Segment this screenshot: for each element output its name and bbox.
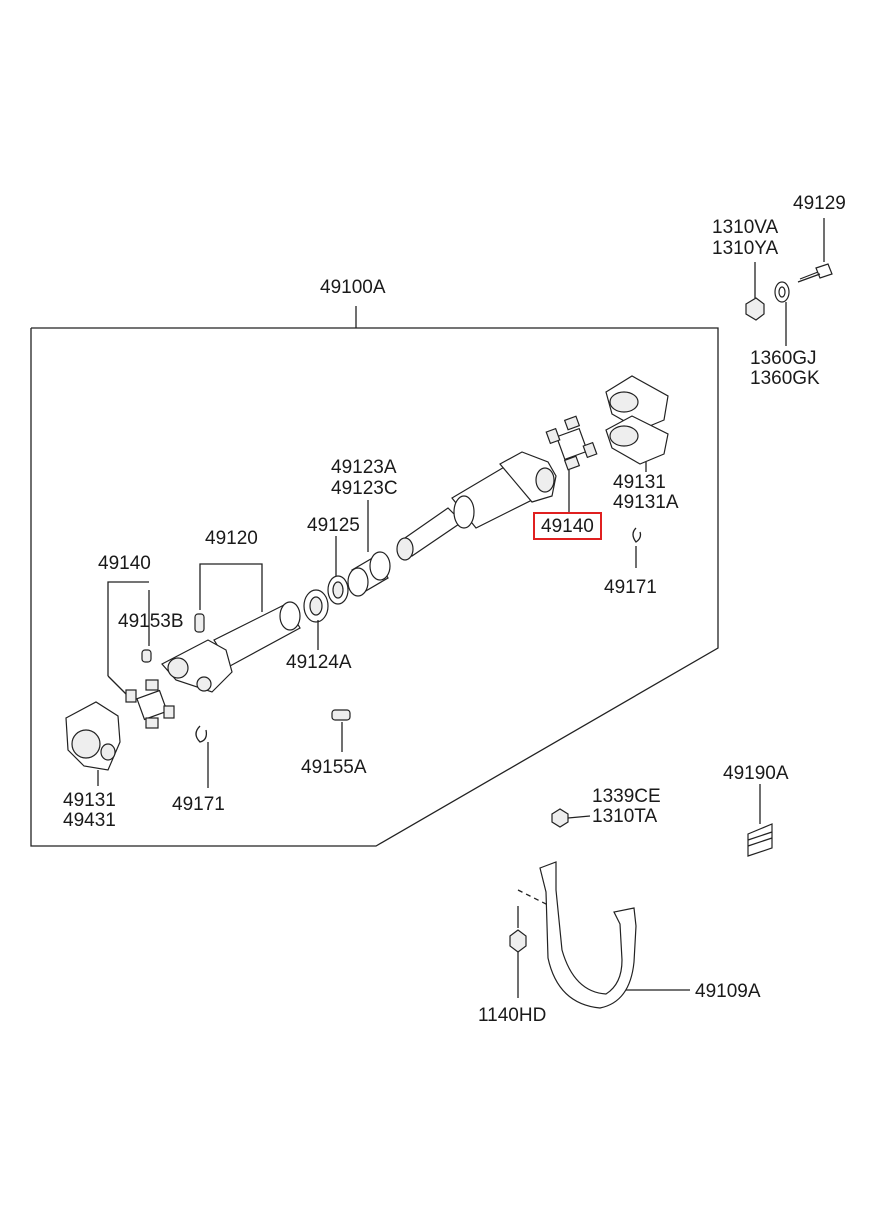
nut-1310va-icon xyxy=(745,262,765,321)
bolt-bracket-icon xyxy=(509,906,527,998)
label-49131-right[interactable]: 49131 xyxy=(613,472,666,493)
label-1339ce[interactable]: 1339CE xyxy=(592,786,661,807)
sleeve-icon xyxy=(347,500,391,597)
label-1310ya[interactable]: 1310YA xyxy=(712,238,779,259)
tube-icon xyxy=(161,563,301,693)
label-49109a[interactable]: 49109A xyxy=(695,981,761,1002)
label-1310va[interactable]: 1310VA xyxy=(712,217,779,238)
label-49131a[interactable]: 49131A xyxy=(613,492,679,513)
seal-icon xyxy=(327,536,349,605)
label-49140-left[interactable]: 49140 xyxy=(98,553,151,574)
snap-ring-left-icon xyxy=(195,725,209,788)
label-1310ta[interactable]: 1310TA xyxy=(592,806,658,827)
grease-fitting-mid-icon xyxy=(331,709,351,752)
label-49431[interactable]: 49431 xyxy=(63,810,116,831)
label-49171-right[interactable]: 49171 xyxy=(604,577,657,598)
spider-right-icon xyxy=(545,415,598,512)
label-49140-right-highlighted[interactable]: 49140 xyxy=(533,512,602,540)
spider-left-icon xyxy=(107,581,175,729)
label-49123a[interactable]: 49123A xyxy=(331,457,397,478)
grease-fitting-left-icon xyxy=(141,590,205,663)
nut-bracket-icon xyxy=(551,808,591,828)
label-49190a[interactable]: 49190A xyxy=(723,763,789,784)
washer-1360gj-icon xyxy=(774,281,790,346)
label-49155a[interactable]: 49155A xyxy=(301,757,367,778)
label-49124a[interactable]: 49124A xyxy=(286,652,352,673)
label-49171-left[interactable]: 49171 xyxy=(172,794,225,815)
assembly-frame xyxy=(30,327,719,847)
label-1360gj[interactable]: 1360GJ xyxy=(750,348,817,369)
bracket-icon xyxy=(517,861,690,1009)
label-49129[interactable]: 49129 xyxy=(793,193,846,214)
label-49123c[interactable]: 49123C xyxy=(331,478,398,499)
washer-mid-icon xyxy=(303,589,329,650)
label-49125[interactable]: 49125 xyxy=(307,515,360,536)
yoke-right-icon xyxy=(605,375,669,472)
snap-ring-right-icon xyxy=(632,527,642,568)
yoke-left-icon xyxy=(65,701,121,786)
label-49153b[interactable]: 49153B xyxy=(118,611,184,632)
slip-yoke-icon xyxy=(396,451,557,561)
label-49100a[interactable]: 49100A xyxy=(320,277,386,298)
label-1360gk[interactable]: 1360GK xyxy=(750,368,820,389)
label-49131-left[interactable]: 49131 xyxy=(63,790,116,811)
label-plate-icon xyxy=(747,784,773,857)
label-1140hd[interactable]: 1140HD xyxy=(478,1005,547,1026)
bolt-49129-icon xyxy=(797,218,833,283)
label-49120[interactable]: 49120 xyxy=(205,528,258,549)
